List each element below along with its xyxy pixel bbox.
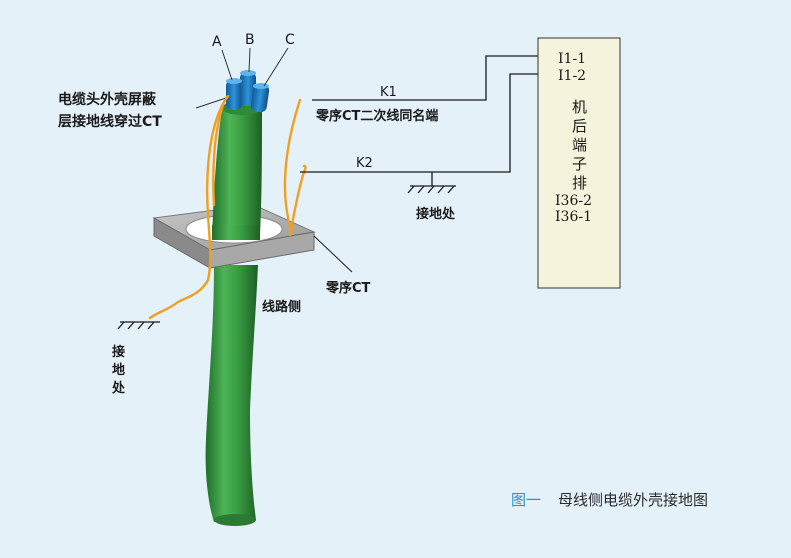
core-a [226,80,242,110]
shield-ground-wire [148,94,307,320]
terminal-name-char: 后 [572,117,587,135]
core-c [250,83,270,113]
caption-text: 母线侧电缆外壳接地图 [558,491,708,509]
cable-lower [205,265,258,526]
figure-caption: 图一 母线侧电缆外壳接地图 [511,491,708,509]
terminal-name-char: 机 [572,98,587,116]
shield-label-line1: 电缆头外壳屏蔽 [58,91,157,108]
phase-label-b: B [245,32,255,48]
shield-label-line2: 层接地线穿过CT [58,113,162,130]
terminal-name-char: 排 [572,174,587,192]
cable-cores [226,70,270,113]
ground-label-right: 接地处 [416,206,456,222]
phase-label-c: C [285,32,295,48]
terminal-i36-2: I36-2 [555,193,592,209]
ground-label-left: 处 [111,380,126,396]
ground-symbol-right [407,185,456,194]
phase-label-a: A [212,34,222,50]
ground-symbol-left [117,321,160,330]
ct-secondary-wiring [300,55,538,186]
terminal-i36-1: I36-1 [555,209,592,225]
terminal-name-char: 端 [572,136,587,154]
ground-label-left: 接 [112,344,125,360]
ground-label-left: 地 [112,362,125,378]
terminal-name-char: 子 [572,155,587,173]
cable-upper [212,101,262,240]
caption-prefix: 图一 [511,491,541,509]
k2-label: K2 [356,156,373,171]
k1-label: K1 [380,85,397,100]
ct-label: 零序CT [325,280,371,296]
terminal-block: I1-1 I1-2 机 后 端 子 排 I36-2 I36-1 [537,37,621,289]
terminal-i1-1: I1-1 [558,51,586,67]
k1-description: 零序CT二次线同名端 [315,108,438,124]
terminal-i1-2: I1-2 [558,68,586,84]
line-side-label: 线路侧 [262,299,301,315]
